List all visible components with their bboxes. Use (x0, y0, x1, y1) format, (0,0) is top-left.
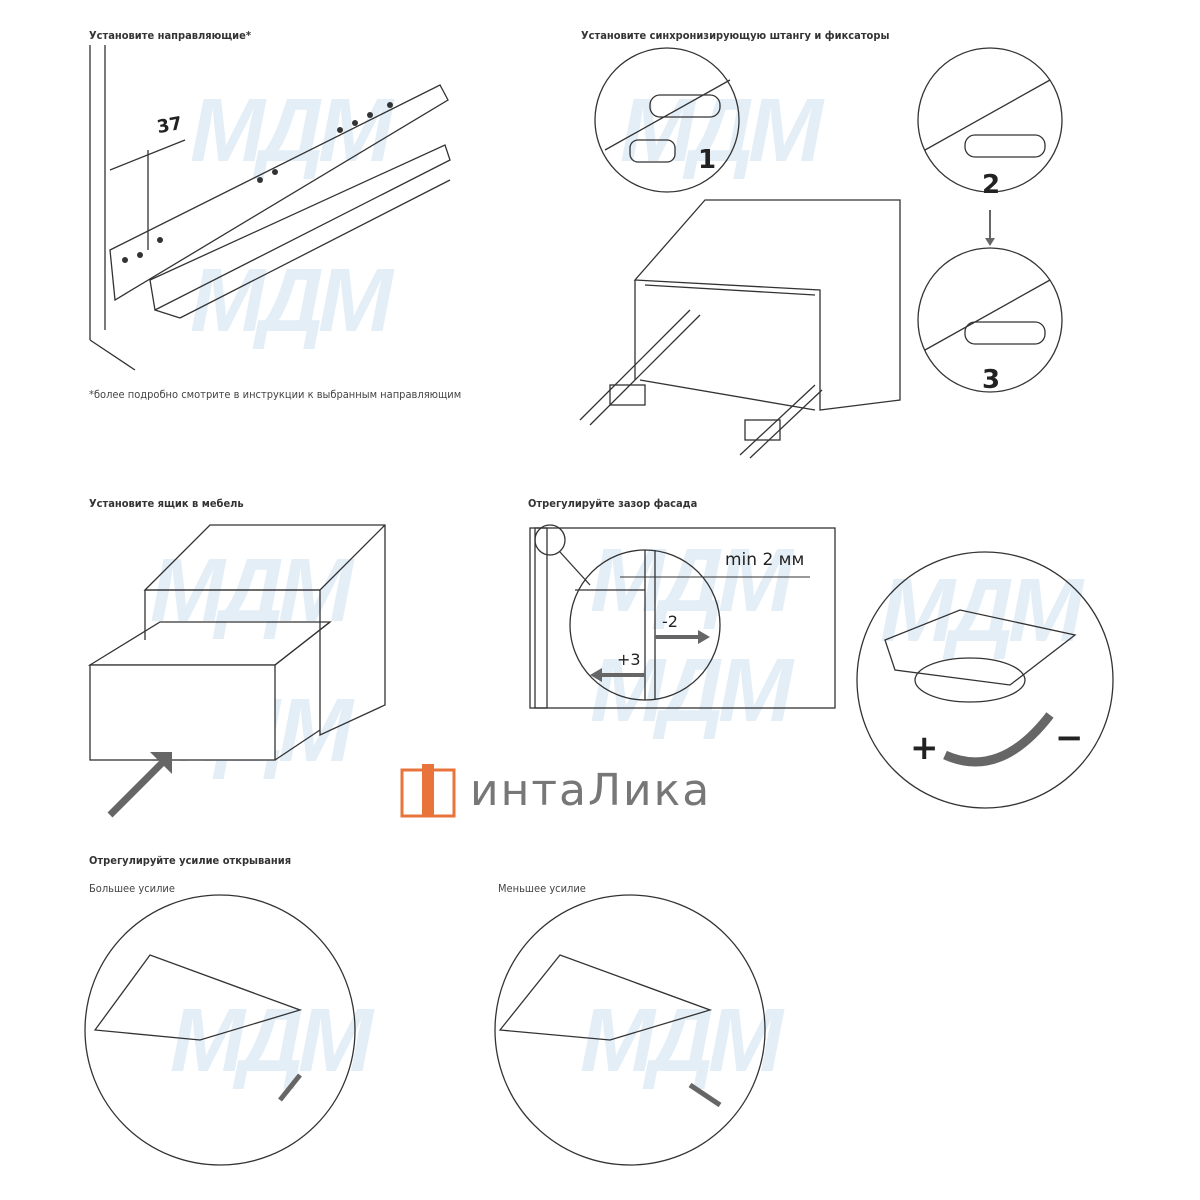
sync-step-2: 2 (982, 170, 1001, 200)
logo-text: интаЛика (470, 764, 712, 816)
rails-footnote: *более подробно смотрите в инструкции к … (89, 388, 462, 401)
force-title: Отрегулируйте усилие открывания (89, 854, 292, 867)
force-more-label: Большее усилие (89, 882, 175, 895)
dial-minus-label: − (1055, 718, 1084, 758)
gap-plus-label: +3 (617, 650, 641, 669)
sync-step-1: 1 (698, 145, 717, 175)
drawer-cabinet (87, 524, 386, 818)
sync-step-circles (594, 47, 1063, 393)
logo-mark-icon (400, 764, 456, 818)
rail-illustration (89, 45, 451, 371)
drawer-title: Установите ящик в мебель (89, 497, 244, 510)
dimension-label: 37 (155, 112, 184, 139)
gap-minus-label: -2 (662, 612, 678, 631)
dial-plus-label: + (910, 728, 939, 768)
gap-illustration (529, 524, 1114, 809)
force-less-label: Меньшее усилие (498, 882, 586, 895)
sync-title: Установите синхронизирующую штангу и фик… (581, 29, 890, 42)
force-circles (84, 894, 766, 1166)
intalika-logo: интаЛика (400, 762, 711, 818)
gap-title: Отрегулируйте зазор фасада (528, 497, 698, 510)
min-gap-label: min 2 мм (725, 550, 805, 570)
sync-step-3: 3 (982, 365, 1001, 395)
rails-title: Установите направляющие* (89, 29, 251, 42)
cabinet-with-rails (579, 199, 901, 459)
